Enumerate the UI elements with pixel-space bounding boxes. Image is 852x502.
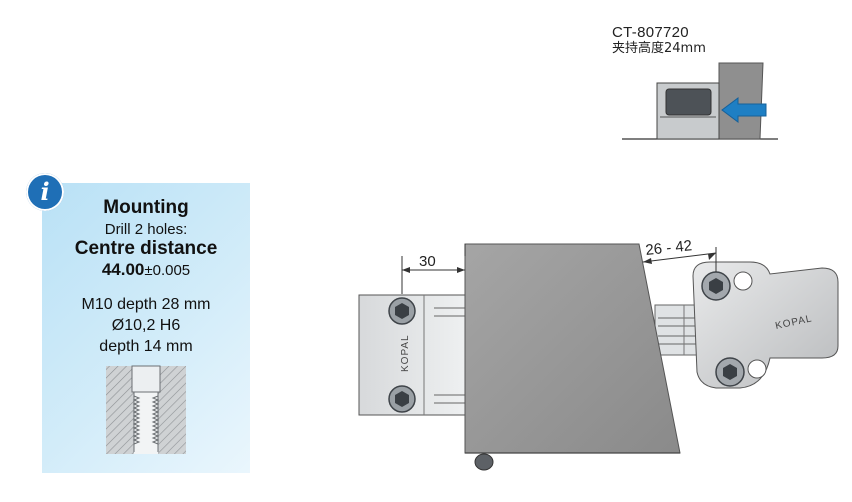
drill-holes-text: Drill 2 holes: [104, 221, 188, 238]
thread-spec-line: M10 depth 28 mm [81, 296, 211, 313]
workpiece [464, 243, 681, 471]
clamp-height-label: 夹持高度24mm [612, 41, 706, 56]
dimension-right-label: 26 - 42 [645, 237, 693, 259]
left-vise-jaw: KOPAL [358, 294, 466, 416]
centre-distance-value: 44.00±0.005 [42, 260, 250, 280]
thread-spec-line: depth 14 mm [99, 338, 193, 355]
product-caption: CT-807720 夹持高度24mm [612, 24, 706, 57]
threaded-hole-section-icon [106, 365, 186, 454]
product-code: CT-807720 [612, 24, 689, 41]
mounting-title: Mounting [103, 197, 189, 218]
clamp-height-detail [622, 62, 778, 140]
dimension-30 [401, 244, 466, 294]
clamp-arrow-icon [721, 97, 767, 123]
thread-spec-line: Ø10,2 H6 [111, 317, 181, 334]
info-icon: i [26, 173, 64, 211]
right-vise-jaw: KOPAL [654, 261, 839, 389]
brand-label-left: KOPAL [400, 334, 411, 372]
tolerance-value: ±0.005 [144, 262, 191, 279]
distance-value: 44.00 [101, 260, 145, 279]
centre-distance-label: Centre distance [74, 238, 218, 259]
dimension-left-label: 30 [419, 253, 436, 270]
thread-spec: M10 depth 28 mm Ø10,2 H6 depth 14 mm [42, 294, 250, 357]
dimension-26-42 [642, 247, 717, 272]
